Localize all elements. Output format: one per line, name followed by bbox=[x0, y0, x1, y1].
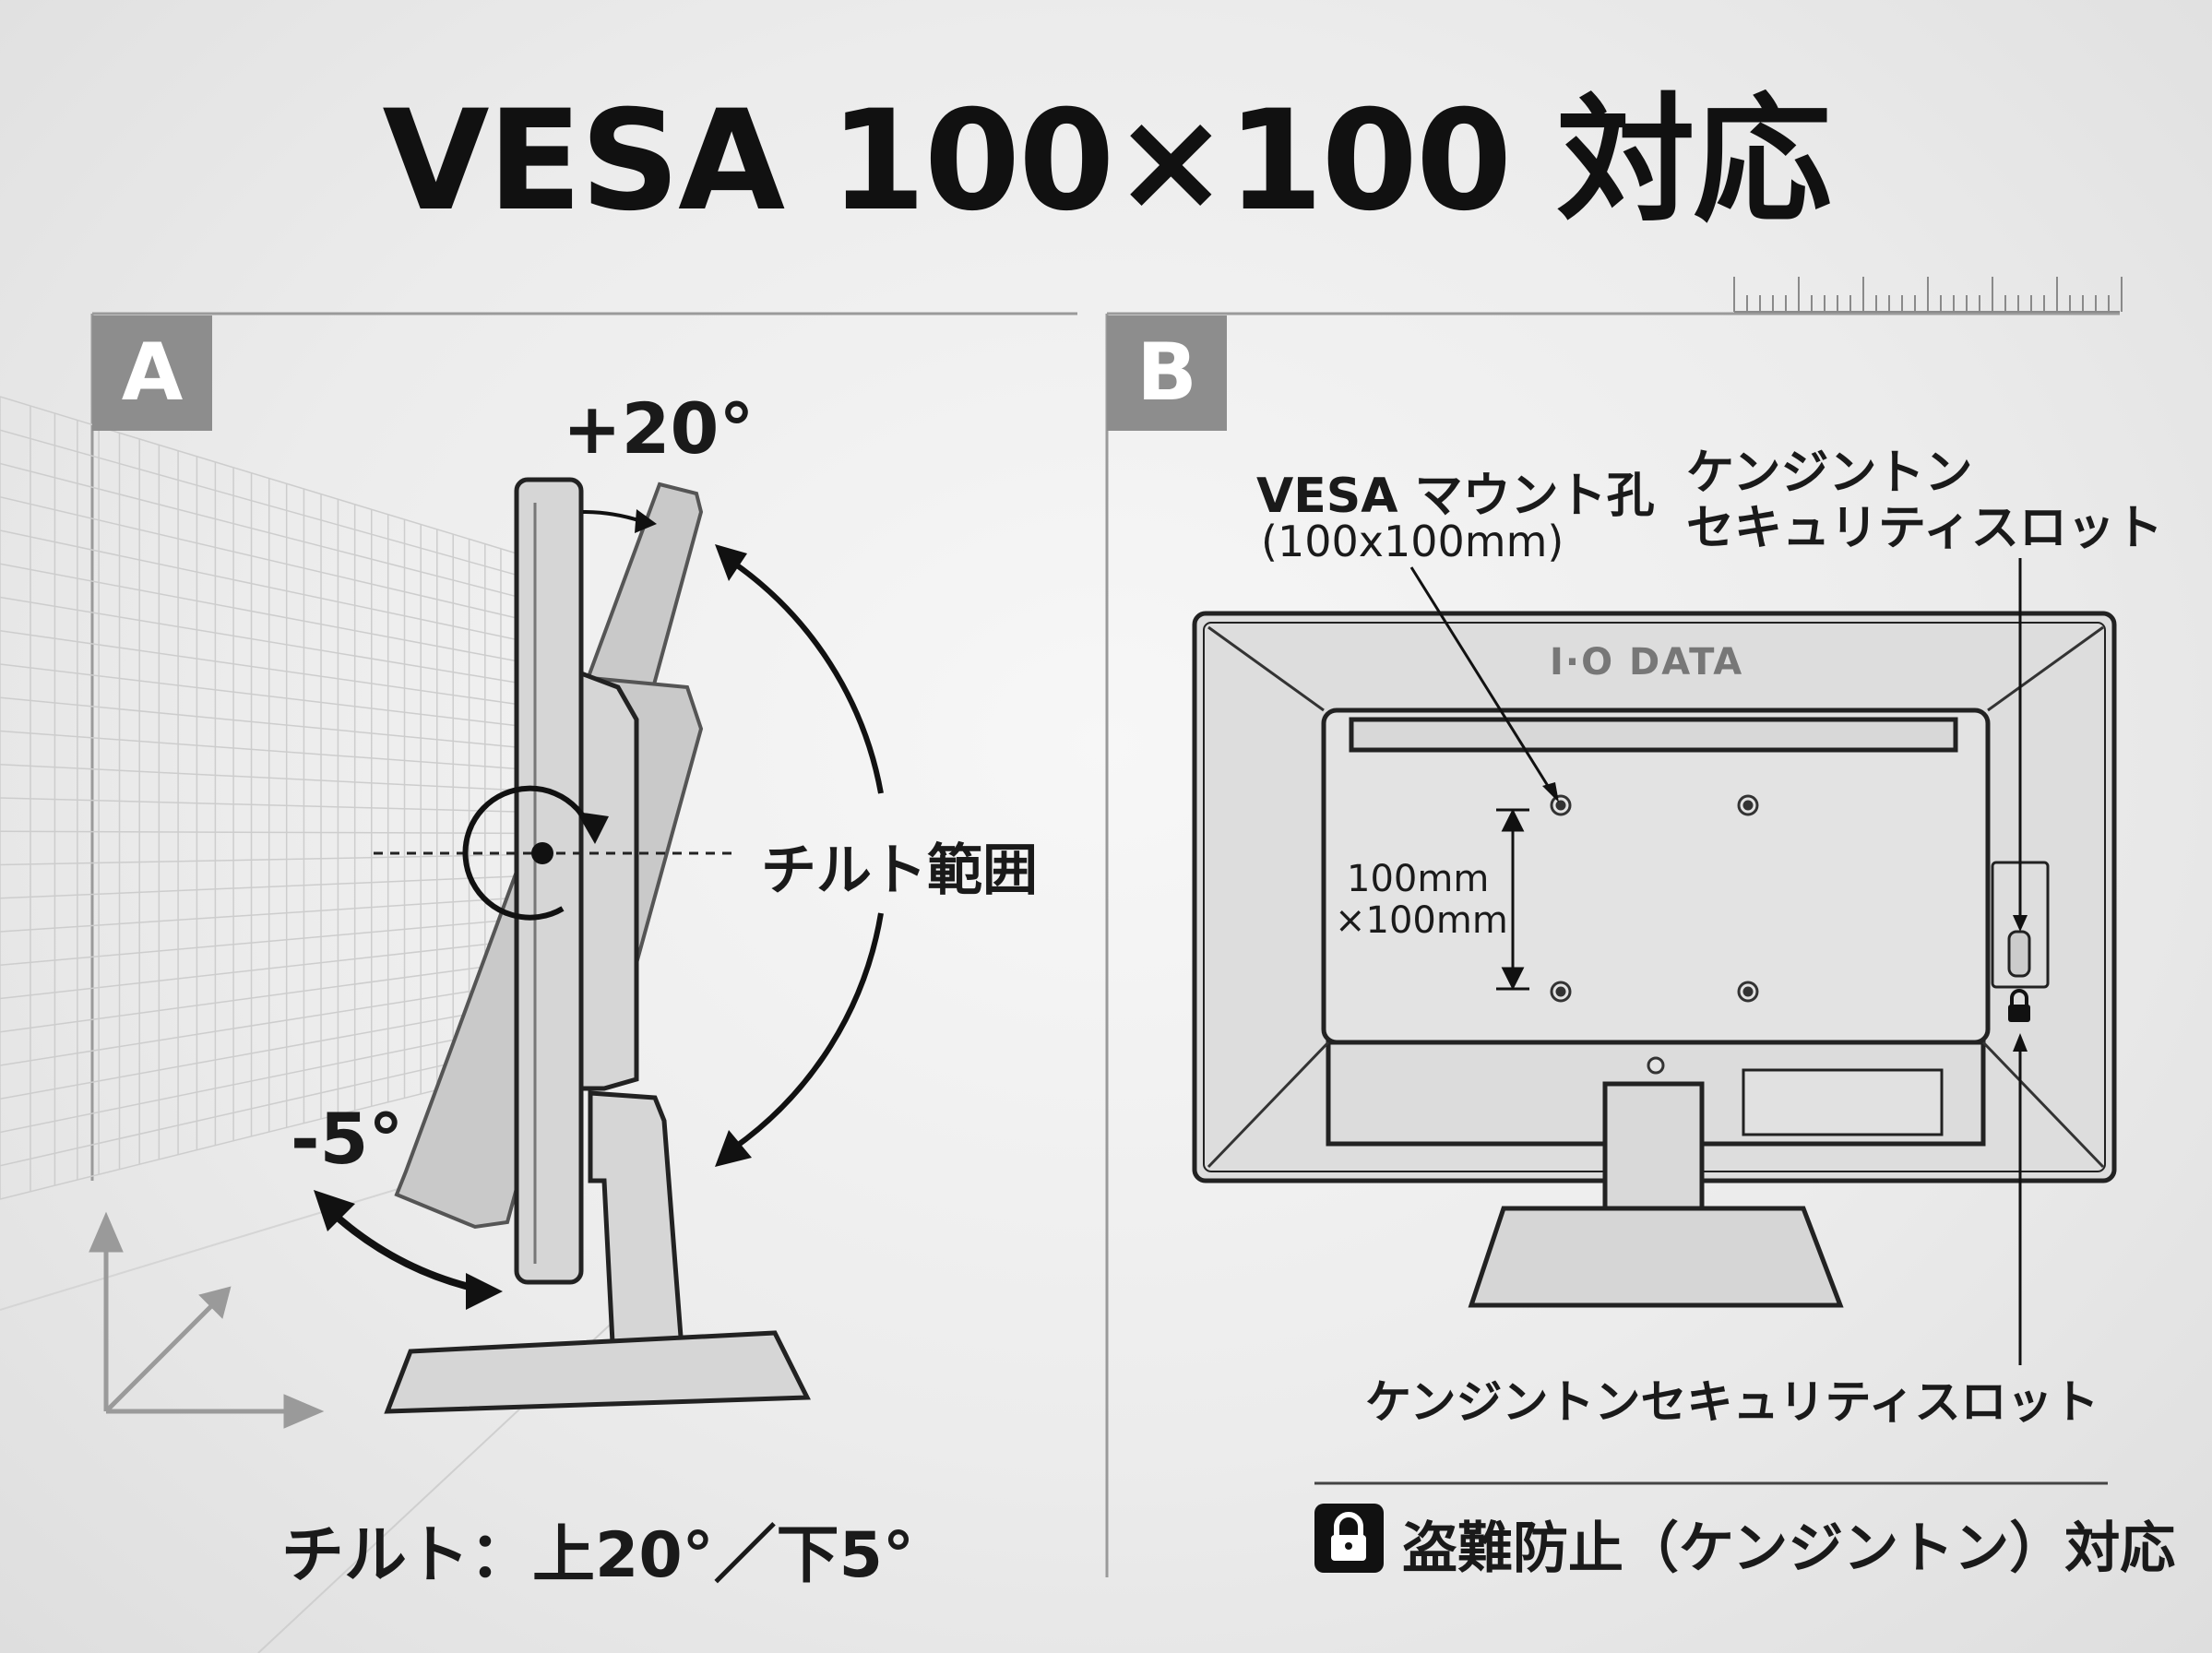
tilt-down-label: -5° bbox=[291, 1098, 404, 1180]
kensington-label-line2: セキュリティスロット bbox=[1686, 501, 2163, 556]
ruler bbox=[1733, 277, 2123, 313]
axes-icon bbox=[89, 1211, 325, 1429]
brand-logo: I·O DATA bbox=[1550, 641, 1744, 684]
rotation-arrow-icon bbox=[462, 785, 609, 921]
dimension-label-1: 100mm bbox=[1347, 858, 1490, 900]
security-caption: 盗難防止（ケンジントン）対応 bbox=[1402, 1516, 2176, 1581]
tilt-range-label: チルト範囲 bbox=[761, 838, 1038, 903]
lock-icon bbox=[1314, 1504, 1384, 1573]
kensington-label-line1: ケンジントン bbox=[1686, 446, 1973, 501]
tilt-caption: チルト：上20°／下5° bbox=[281, 1519, 914, 1592]
tilt-up-label: +20° bbox=[563, 387, 755, 470]
grid-wall bbox=[0, 396, 517, 1200]
lock-icon-small bbox=[2008, 989, 2030, 1022]
page-title: VESA 100×100 対応 bbox=[382, 81, 1831, 242]
monitor-upright bbox=[384, 477, 811, 1414]
vesa-label: VESA マウント孔 bbox=[1256, 469, 1655, 524]
panel-b-tag: B bbox=[1107, 315, 1227, 431]
vesa-size-label: (100x100mm) bbox=[1261, 517, 1564, 566]
dimension-label-2: ×100mm bbox=[1335, 899, 1508, 942]
vesa-holes bbox=[1550, 794, 1759, 1003]
kensington-bottom-label: ケンジントンセキュリティスロット bbox=[1365, 1375, 2099, 1429]
panel-a-tag: A bbox=[92, 315, 212, 431]
